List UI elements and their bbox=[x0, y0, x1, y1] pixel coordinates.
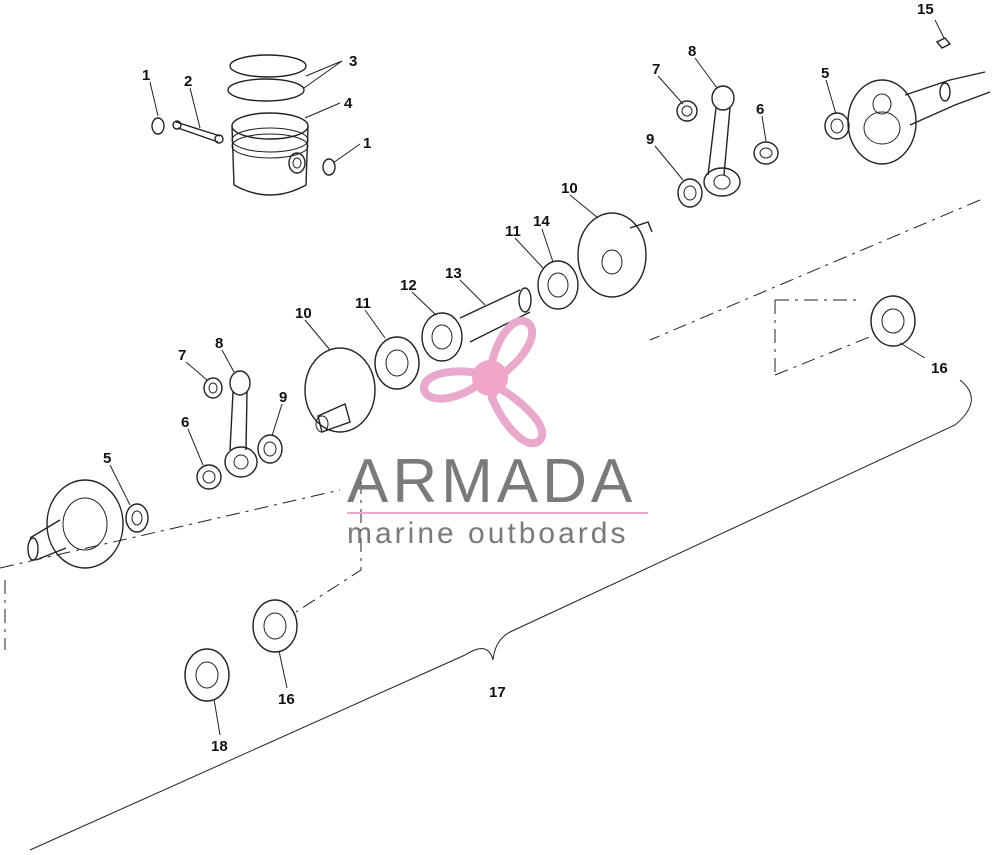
callout-10-lower: 10 bbox=[295, 305, 312, 322]
crank-web-10-upper bbox=[577, 212, 653, 298]
bearing-11-center bbox=[374, 336, 420, 390]
bearing-7-upper bbox=[676, 100, 698, 122]
propeller-blade-top bbox=[485, 316, 537, 381]
callout-9-upper: 9 bbox=[646, 131, 654, 148]
callout-10-upper: 10 bbox=[561, 180, 578, 197]
crank-web-lower-left bbox=[27, 479, 124, 569]
brand-name: ARMADA bbox=[347, 447, 636, 516]
bracket-17 bbox=[29, 379, 972, 851]
center-shaft bbox=[374, 287, 532, 390]
callout-7-upper: 7 bbox=[652, 61, 660, 78]
seal-18 bbox=[184, 648, 230, 702]
callout-15: 15 bbox=[917, 1, 934, 18]
callout-5-upper: 5 bbox=[821, 65, 829, 82]
bearing-6-lower bbox=[196, 464, 222, 490]
callout-14: 14 bbox=[533, 213, 550, 230]
callout-16-lower: 16 bbox=[278, 691, 295, 708]
propeller-blade-left bbox=[419, 367, 486, 403]
shaft-13 bbox=[459, 287, 532, 343]
lower-crank-half bbox=[27, 347, 376, 702]
bearing-7-lower bbox=[203, 377, 223, 399]
callout-1-right: 1 bbox=[363, 135, 371, 152]
bearing-12 bbox=[421, 312, 463, 362]
key-part-15 bbox=[935, 37, 952, 49]
connecting-rod-lower bbox=[224, 370, 258, 478]
armada-logo bbox=[419, 316, 547, 448]
washer-5-upper bbox=[824, 112, 850, 140]
piston-assembly bbox=[151, 54, 336, 196]
callout-6-upper: 6 bbox=[756, 101, 764, 118]
seal-16-upper bbox=[870, 295, 916, 347]
callout-18: 18 bbox=[211, 738, 228, 755]
piston-pin-clip-right bbox=[322, 158, 336, 176]
seal-16-lower bbox=[252, 599, 298, 653]
callout-17: 17 bbox=[489, 684, 506, 701]
crank-web-10-lower bbox=[304, 347, 376, 433]
callout-3: 3 bbox=[349, 53, 357, 70]
callout-8-upper: 8 bbox=[688, 43, 696, 60]
callout-8-lower: 8 bbox=[215, 335, 223, 352]
propeller-hub bbox=[472, 360, 508, 396]
alignment-lines bbox=[0, 199, 981, 650]
thrust-washer-9-upper bbox=[677, 178, 703, 208]
callout-labels: 1 2 3 4 1 7 8 5 6 9 15 10 14 11 13 12 11… bbox=[103, 1, 948, 755]
callout-2: 2 bbox=[184, 73, 192, 90]
callout-7-lower: 7 bbox=[178, 347, 186, 364]
piston-pin bbox=[172, 120, 224, 144]
callout-13: 13 bbox=[445, 265, 462, 282]
callout-11-upper: 11 bbox=[505, 223, 521, 240]
crank-web-upper-right bbox=[847, 71, 991, 165]
piston-pin-clip-left bbox=[151, 117, 165, 135]
upper-crank-half bbox=[537, 37, 991, 310]
washer-5-lower bbox=[125, 503, 149, 533]
callout-16-upper: 16 bbox=[931, 360, 948, 377]
callout-5-lower: 5 bbox=[103, 450, 111, 467]
callout-9-lower: 9 bbox=[279, 389, 287, 406]
bearing-6-upper bbox=[753, 141, 779, 165]
callout-11-center: 11 bbox=[355, 295, 371, 312]
piston bbox=[231, 112, 309, 196]
brand-tagline: marine outboards bbox=[347, 517, 628, 550]
callout-6-lower: 6 bbox=[181, 414, 189, 431]
callout-12: 12 bbox=[400, 277, 417, 294]
callout-1-left: 1 bbox=[142, 67, 150, 84]
seal-14 bbox=[537, 260, 579, 310]
piston-rings bbox=[227, 54, 307, 102]
thrust-washer-9-lower bbox=[257, 434, 283, 464]
callout-4: 4 bbox=[344, 95, 353, 112]
connecting-rod-upper bbox=[703, 85, 741, 197]
leader-lines bbox=[109, 19, 945, 736]
propeller-blade-right bbox=[487, 380, 547, 448]
